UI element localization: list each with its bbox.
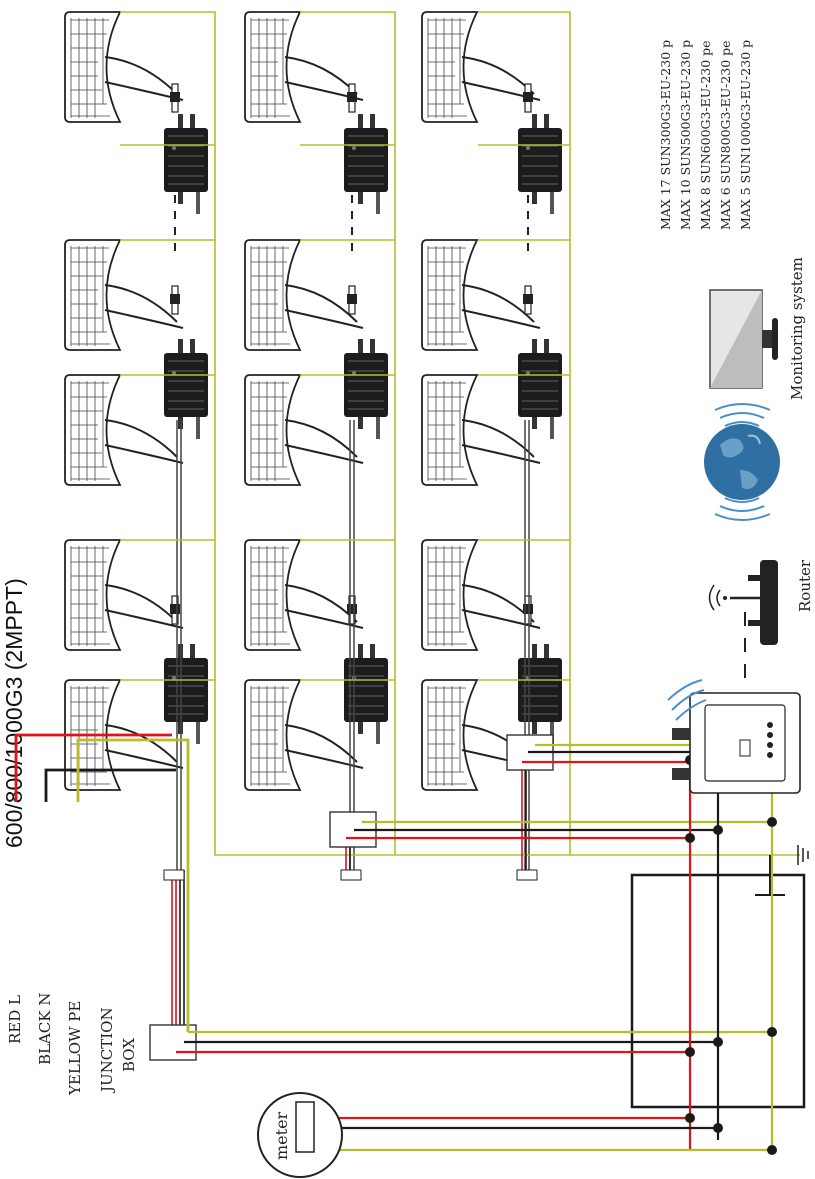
- meter-display: [295, 1101, 315, 1153]
- signal-icon: [714, 403, 771, 521]
- drop-cables: [171, 750, 527, 1030]
- solar-panel-icon: [244, 539, 364, 651]
- solar-panel-icon: [64, 539, 184, 651]
- microinverter-icon: [163, 338, 209, 440]
- solar-panel-icon: [421, 11, 541, 123]
- microinverter-icon: [163, 643, 209, 745]
- connector-icon: [346, 285, 358, 315]
- max-list: MAX 17 SUN300G3-EU-230 p MAX 10 SUN500G3…: [658, 40, 753, 230]
- connector-icon: [169, 595, 181, 625]
- label-black-n: BLACK N: [36, 993, 54, 1065]
- terminal-dots: [685, 740, 777, 1155]
- trunk-end-cap: [340, 869, 362, 881]
- pv-column-1: [64, 11, 209, 791]
- solar-panel-icon: [244, 11, 364, 123]
- connector-icon: [346, 595, 358, 625]
- meter-label: meter: [272, 1111, 291, 1160]
- trunk-dashes: [174, 195, 529, 255]
- trunk-cables: [176, 420, 530, 870]
- datalogger-icon: [672, 692, 801, 794]
- max-line-2: MAX 10 SUN500G3-EU-230 p: [678, 40, 693, 230]
- microinverter-icon: [163, 113, 209, 215]
- microinverter-icon: [517, 113, 563, 215]
- connector-icon: [346, 83, 358, 113]
- connector-icon: [522, 285, 534, 315]
- max-line-1: MAX 17 SUN300G3-EU-230 p: [658, 40, 673, 230]
- ground-icon: [797, 845, 809, 865]
- pv-column-2: [244, 11, 389, 791]
- microinverter-icon: [343, 113, 389, 215]
- connector-icon: [169, 83, 181, 113]
- router-label: Router: [796, 559, 814, 612]
- max-line-4: MAX 6 SUN800G3-EU-230 pe: [718, 40, 733, 230]
- trunk-end-cap: [516, 869, 538, 881]
- router-icon: [708, 560, 778, 645]
- globe-icon: [704, 424, 780, 500]
- label-junction: JUNCTION: [98, 1007, 116, 1094]
- solar-panel-icon: [64, 11, 184, 123]
- connector-icon: [522, 83, 534, 113]
- earth-wiring: [120, 11, 800, 856]
- monitor-icon: [709, 289, 778, 389]
- connector-icon: [169, 285, 181, 315]
- solar-panel-icon: [244, 239, 364, 351]
- page-title: 600/800/1000G3 (2MPPT): [1, 578, 27, 848]
- max-line-5: MAX 5 SUN1000G3-EU-230 p: [738, 40, 753, 230]
- monitoring-label: Monitoring system: [788, 257, 806, 400]
- solar-panel-icon: [421, 539, 541, 651]
- label-box: BOX: [120, 1038, 138, 1072]
- max-line-3: MAX 8 SUN600G3-EU-230 pe: [698, 40, 713, 230]
- pv-column-3: [421, 11, 563, 791]
- label-red-l: RED L: [6, 995, 24, 1044]
- phase-lines: [176, 743, 774, 1152]
- solar-panel-icon: [421, 239, 541, 351]
- label-yellow-pe: YELLOW PE: [66, 1001, 84, 1096]
- box-earth-link: [755, 855, 785, 896]
- wifi-signal-icon: [667, 679, 707, 721]
- solar-panel-icon: [64, 239, 184, 351]
- trunk-end-cap: [163, 869, 185, 881]
- title-group: 600/800/1000G3 (2MPPT): [1, 578, 27, 848]
- main-feeds: [14, 733, 190, 1032]
